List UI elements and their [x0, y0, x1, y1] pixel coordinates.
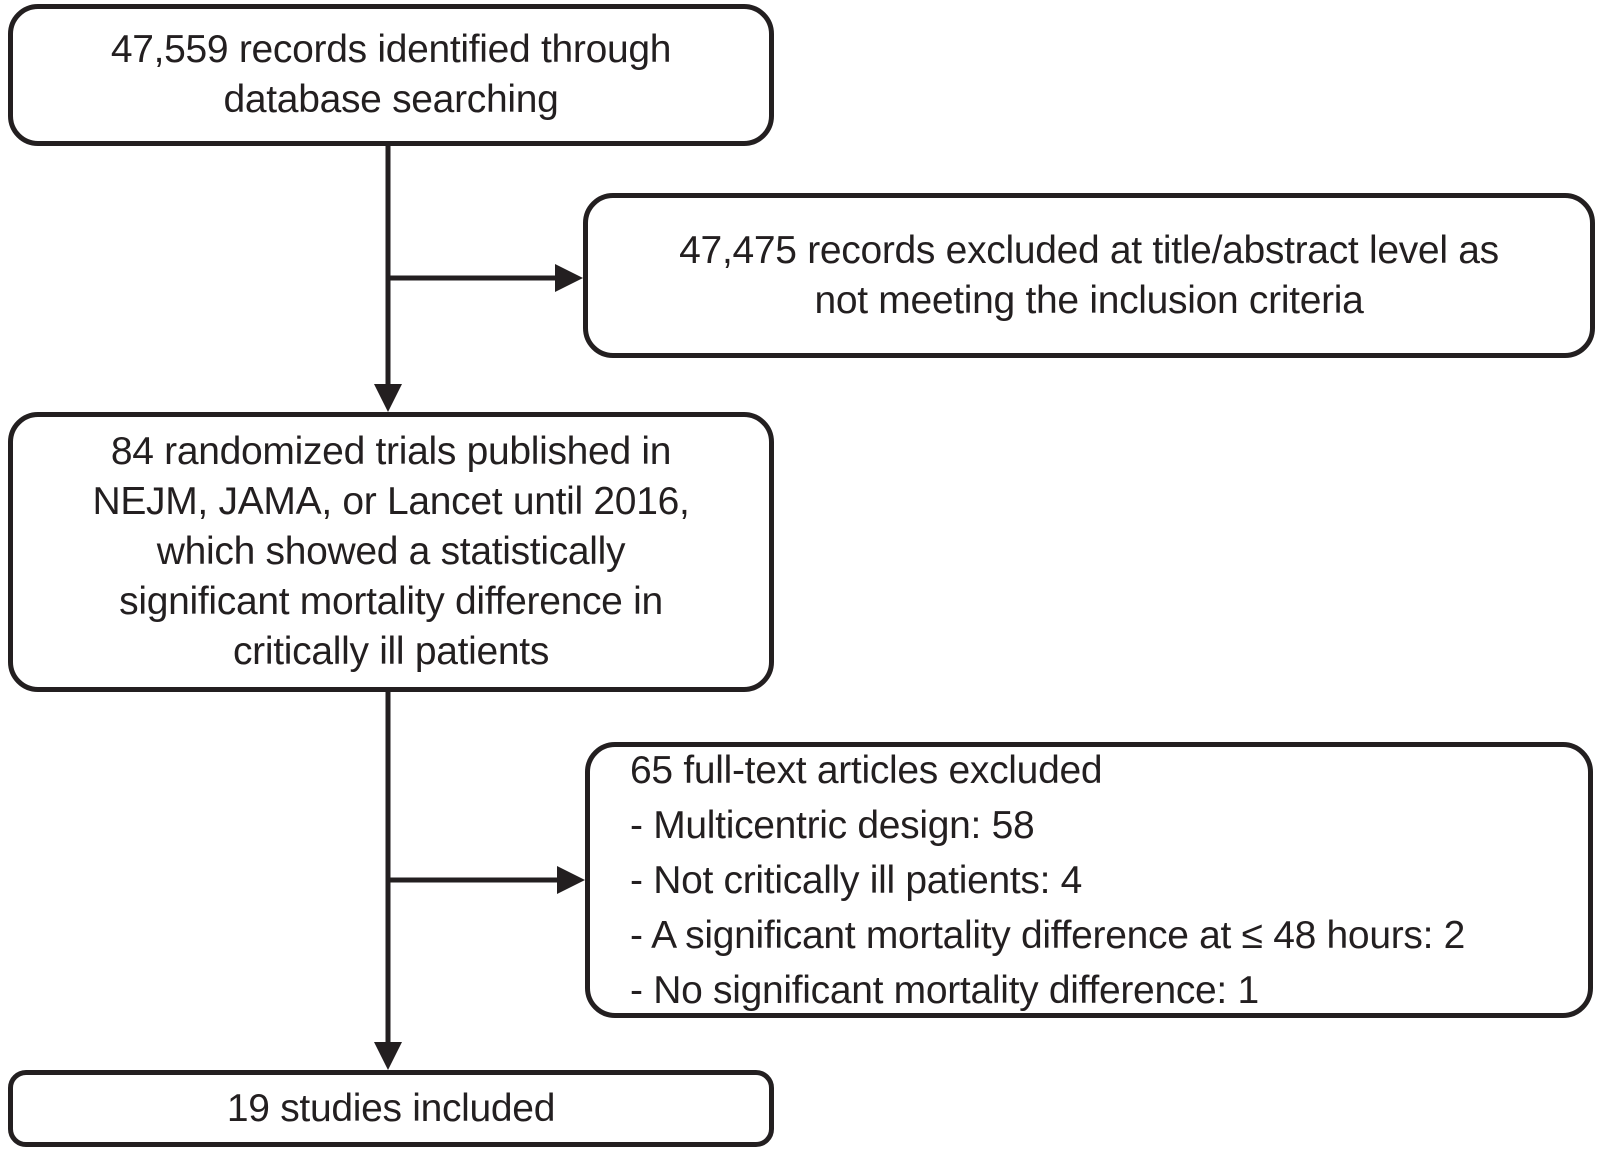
- box-text-line: which showed a statistically: [156, 530, 626, 573]
- box-text-line: 47,475 records excluded at title/abstrac…: [679, 228, 1499, 272]
- box-text-line: NEJM, JAMA, or Lancet until 2016,: [92, 480, 690, 523]
- arrow-branch-to-fulltext-excluded: [386, 866, 585, 894]
- fulltext-excluded-heading: 65 full-text articles excluded: [630, 748, 1103, 792]
- box-text-line: 84 randomized trials published in: [110, 430, 672, 473]
- fulltext-excluded-reason: - No significant mortality difference: 1: [630, 968, 1259, 1012]
- box-text-line: significant mortality difference in: [119, 580, 663, 623]
- box-text-line: not meeting the inclusion criteria: [814, 278, 1364, 322]
- fulltext-excluded-reason: - Not critically ill patients: 4: [630, 858, 1083, 902]
- box-text-line: critically ill patients: [232, 630, 550, 673]
- box-records-excluded: 47,475 records excluded at title/abstrac…: [583, 193, 1595, 358]
- box-records-identified: 47,559 records identified through databa…: [8, 4, 774, 146]
- box-fulltext-excluded: 65 full-text articles excluded - Multice…: [585, 742, 1593, 1018]
- fulltext-excluded-reason: - A significant mortality difference at …: [630, 913, 1466, 957]
- box-text-line: 19 studies included: [226, 1086, 556, 1130]
- arrow-trials-to-included: [374, 690, 402, 1070]
- box-text-line: 47,559 records identified through: [110, 28, 672, 71]
- box-studies-included: 19 studies included: [8, 1070, 774, 1147]
- box-randomized-trials: 84 randomized trials published in NEJM, …: [8, 412, 774, 692]
- fulltext-excluded-reason: - Multicentric design: 58: [630, 803, 1035, 847]
- arrow-branch-to-excluded-records: [386, 264, 583, 292]
- box-text-line: database searching: [223, 78, 559, 121]
- arrow-identified-to-trials: [374, 144, 402, 412]
